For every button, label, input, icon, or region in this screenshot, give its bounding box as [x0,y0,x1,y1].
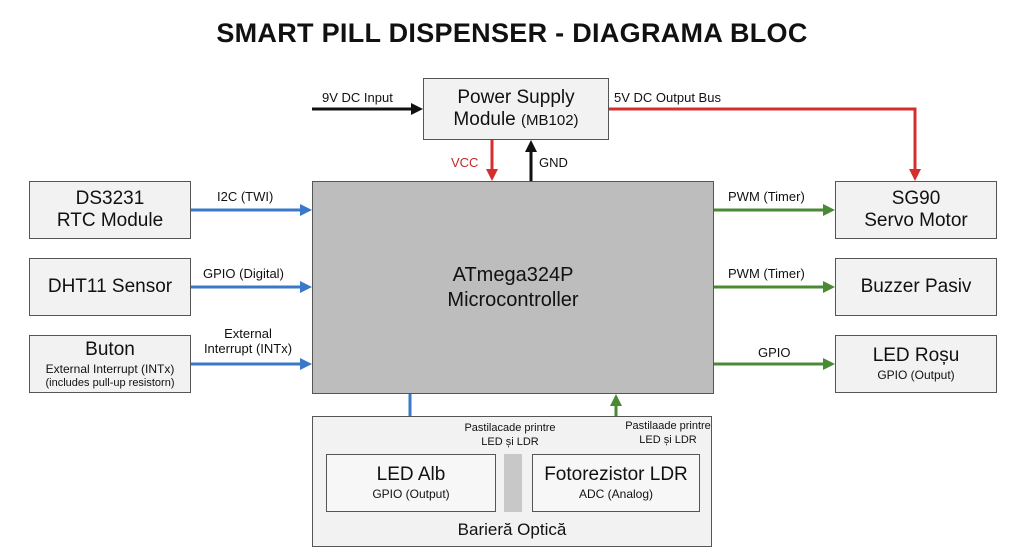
dc-input-label: 9V DC Input [322,90,393,105]
optical-barrier-label: Barieră Optică [457,520,567,540]
ldr-block: Fotorezistor LDR ADC (Analog) [532,454,700,512]
led-white-title: LED Alb [376,464,446,486]
gpio-led-wire [714,358,835,370]
rtc-line1: DS3231 [75,188,145,210]
button-sub1: External Interrupt (INTx) [45,361,175,376]
right-optic-note-line2: LED și LDR [639,433,697,446]
power-supply-model: (MB102) [521,112,579,129]
led-red-sub: GPIO (Output) [877,368,955,383]
mcu-line2: Microcontroller [447,288,579,311]
button-title: Buton [85,338,135,360]
gpio-led-label: GPIO [758,345,791,360]
gpio-digital-wire [191,281,312,293]
pwm-buzzer-wire [714,281,835,293]
optical-gap-divider [504,454,522,512]
ext-interrupt-wire [191,358,312,370]
power-supply-module-word: Module [453,109,516,130]
left-optic-note: Pastilacade printre LED și LDR [452,422,568,450]
ext-interrupt-label: External Interrupt (INTx) [193,326,303,356]
gpio-digital-label: GPIO (Digital) [203,266,284,281]
left-optic-note-line2: LED și LDR [481,435,539,448]
left-optic-note-line1: Pastilacade printre [464,422,556,434]
ldr-sub: ADC (Analog) [578,487,654,502]
vcc-wire [486,140,498,181]
dc-output-wire [609,107,921,181]
led-red-block: LED Roșu GPIO (Output) [835,335,997,393]
i2c-label: I2C (TWI) [217,189,274,204]
power-supply-line2: Module (MB102) [453,109,578,131]
buzzer-label: Buzzer Pasiv [860,276,972,298]
dc-input-wire [312,103,423,115]
power-supply-line1: Power Supply [457,87,575,109]
led-red-title: LED Roșu [872,345,960,367]
rtc-line2: RTC Module [56,210,164,231]
gnd-label: GND [539,155,568,170]
right-optic-note: Pastilaade printre LED și LDR [616,420,720,448]
buzzer-block: Buzzer Pasiv [835,258,997,316]
mcu-line1: ATmega324P [452,263,574,286]
servo-line1: SG90 [891,188,941,210]
diagram-title: SMART PILL DISPENSER - DIAGRAMA BLOC [216,18,808,48]
button-block: Buton External Interrupt (INTx) (include… [29,335,191,393]
gnd-wire [525,140,537,181]
pwm-servo-label: PWM (Timer) [728,189,805,204]
button-sub2: (includes pull-up resistorn) [45,376,175,389]
i2c-wire [191,204,312,216]
vcc-label: VCC [451,155,479,170]
rtc-block: DS3231 RTC Module [29,181,191,239]
pwm-servo-wire [714,204,835,216]
dht11-label: DHT11 Sensor [47,276,173,298]
ext-interrupt-line2: Interrupt (INTx) [203,341,293,356]
mcu-block: ATmega324P Microcontroller [312,181,714,394]
led-white-sub: GPIO (Output) [372,487,450,502]
ext-interrupt-line1: External [224,326,272,341]
led-white-block: LED Alb GPIO (Output) [326,454,496,512]
dc-output-label: 5V DC Output Bus [614,90,721,105]
servo-block: SG90 Servo Motor [835,181,997,239]
pwm-buzzer-label: PWM (Timer) [728,266,805,281]
ldr-title: Fotorezistor LDR [544,464,688,486]
servo-line2: Servo Motor [864,210,968,231]
power-supply-block: Power Supply Module (MB102) [423,78,609,140]
right-optic-note-line1: Pastilaade printre [625,420,711,432]
dht11-block: DHT11 Sensor [29,258,191,316]
